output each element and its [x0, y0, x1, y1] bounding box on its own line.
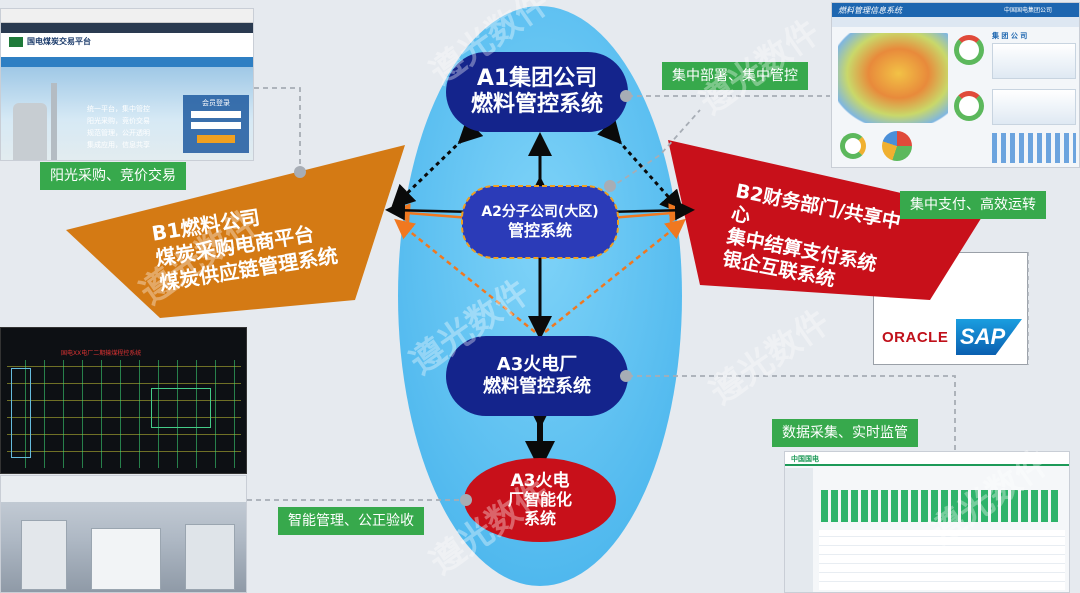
dot-a1 [620, 90, 632, 102]
cooling-tower [13, 103, 47, 160]
feature-3: 规范管理，公开透明 [87, 129, 150, 137]
b1-shape [66, 145, 405, 318]
node-a3-plant-shape [446, 336, 628, 416]
dot-a3 [620, 370, 632, 382]
tag-bottom-right: 数据采集、实时监管 [772, 419, 918, 447]
login-box: 会员登录 [183, 95, 249, 153]
login-title: 会员登录 [202, 99, 230, 107]
feature-1: 统一平台，集中管控 [87, 105, 150, 113]
lab-machine-3 [185, 524, 235, 590]
screenshot-dcs-control: 国电XX电厂二期输煤程控系统 [0, 327, 247, 474]
node-a3-smart-shape [464, 458, 616, 542]
node-a3-smart-line2: 厂智能化 [507, 490, 572, 510]
gauge-3 [840, 133, 866, 159]
dcs-schematic [7, 360, 241, 468]
fuel-mgmt-title: 燃料管理信息系统 [838, 6, 902, 15]
bar-chart-small [992, 133, 1076, 163]
oracle-logo: ORACLE [882, 329, 949, 346]
node-a2-shape [461, 185, 619, 259]
screenshot-coal-trade-platform: 国电煤炭交易平台 统一平台，集中管控 阳光采购，竞价交易 规范管理，公开透明 集… [0, 8, 254, 161]
node-a3-smart-line3: 系统 [523, 508, 556, 528]
gauge-1 [954, 35, 984, 65]
monitor-table [819, 530, 1065, 590]
node-a1-shape [446, 52, 628, 132]
node-a3-plant: A3火电厂 燃料管控系统 [446, 336, 628, 416]
tag-top-left: 阳光采购、竞价交易 [40, 162, 186, 190]
node-a3-plant-line1: A3火电厂 [496, 354, 578, 376]
feature-2: 阳光采购，竞价交易 [87, 117, 150, 125]
dcs-title: 国电XX电厂二期输煤程控系统 [61, 350, 142, 357]
node-a1-line2: 燃料管控系统 [470, 92, 603, 117]
node-a3-smart: A3火电 厂智能化 系统 [464, 458, 616, 542]
login-username-field [191, 111, 241, 118]
coal-trade-title: 国电煤炭交易平台 [27, 37, 91, 46]
lab-machine-2 [91, 528, 161, 590]
monitor-bar-chart [821, 490, 1061, 522]
leader-a3-bottom-right [628, 375, 956, 451]
dot-smart [460, 494, 472, 506]
screenshot-data-monitoring: 中国国电 [784, 451, 1070, 593]
monitor-logo: 中国国电 [791, 455, 819, 463]
node-a2: A2分子公司(大区) 管控系统 [462, 186, 618, 258]
b2-shape [668, 140, 985, 300]
arrow-a3-b1 [394, 218, 536, 333]
fuel-mgmt-company: 中国国电集团公司 [1004, 7, 1053, 14]
node-a2-line2: 管控系统 [507, 220, 572, 240]
coal-trade-logo [9, 37, 23, 47]
login-button [197, 135, 235, 143]
chimney [51, 83, 57, 160]
tag-mid-right: 集中支付、高效运转 [900, 191, 1046, 219]
node-a3-smart-line1: A3火电 [510, 470, 570, 491]
arrow-b2-a2-black [603, 200, 695, 221]
trend-chart-2 [992, 89, 1076, 125]
node-a2-line1: A2分子公司(大区) [481, 204, 599, 220]
lab-machine-1 [21, 520, 67, 590]
china-map [838, 33, 948, 123]
panel-group: 集 团 公 司 [992, 32, 1028, 40]
screenshot-fuel-management-system: 燃料管理信息系统 中国国电集团公司 集 团 公 司 [831, 2, 1080, 168]
sap-logo-text: SAP [960, 324, 1006, 349]
arrow-a2-b1 [390, 203, 471, 224]
node-a1-line1: A1集团公司 [476, 65, 598, 91]
node-a3-plant-line2: 燃料管控系统 [483, 376, 591, 397]
donut-chart [882, 131, 912, 161]
node-a1: A1集团公司 燃料管控系统 [446, 52, 628, 132]
arrow-a3-b2 [544, 218, 686, 333]
ceiling [1, 476, 246, 502]
tag-top-right: 集中部署、集中管控 [662, 62, 808, 90]
trend-chart-1 [992, 43, 1076, 79]
dot-a2 [604, 180, 616, 192]
coal-trade-features: 统一平台，集中管控 阳光采购，竞价交易 规范管理，公开透明 集成应用，信息共享 [87, 103, 167, 151]
tag-bottom-left: 智能管理、公正验收 [278, 507, 424, 535]
leader-top-left [254, 87, 301, 170]
dot-top-left [294, 166, 306, 178]
screenshot-smart-lab [0, 475, 247, 593]
feature-4: 集成应用，信息共享 [87, 141, 150, 149]
gauge-2 [954, 91, 984, 121]
arrow-a2-b2 [609, 203, 689, 224]
login-password-field [191, 122, 241, 129]
